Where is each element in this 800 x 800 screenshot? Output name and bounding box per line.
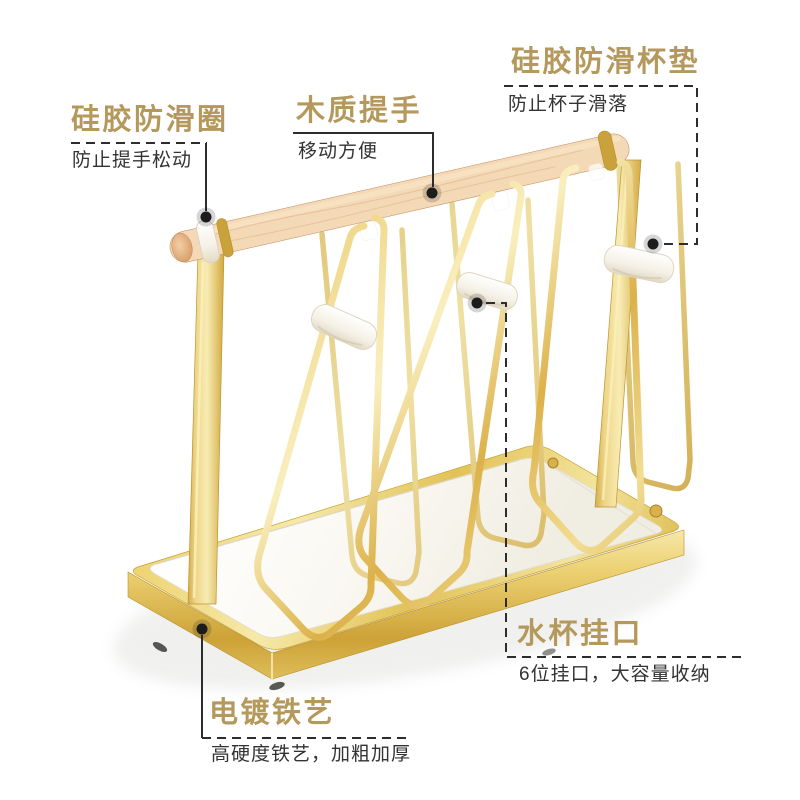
base-foot <box>542 648 556 656</box>
callout-cup-pad-title: 硅胶防滑杯垫 <box>511 46 701 78</box>
hook-clips <box>359 163 605 241</box>
handle-gold-band-left <box>216 218 234 258</box>
wooden-handle <box>169 130 630 264</box>
callout-silicone-ring-title: 硅胶防滑圈 <box>71 104 229 136</box>
callout-leader-lines <box>71 85 741 739</box>
callout-dot-wood-handle <box>426 187 438 199</box>
leader-line-cup-pad <box>504 85 698 245</box>
base-foot <box>152 641 168 653</box>
base-rivet <box>547 457 559 469</box>
callout-iron-base-title: 电镀铁艺 <box>209 697 336 729</box>
callout-dot-iron-base <box>196 623 208 635</box>
callout-wood-handle-title: 木质提手 <box>296 95 423 127</box>
handle-end-face <box>171 232 193 263</box>
cup-hooks-front <box>254 158 645 641</box>
callout-dot-silicone-ring <box>200 211 212 223</box>
callout-silicone-ring-subtitle: 防止提手松动 <box>72 150 193 171</box>
base-foot <box>269 681 285 691</box>
callout-cup-hooks-subtitle: 6位挂口，大容量收纳 <box>519 664 711 685</box>
handle-gold-ring-right <box>597 130 618 171</box>
base-rivet <box>649 504 663 518</box>
silicone-cup-pads <box>310 244 675 350</box>
callout-cup-hooks-title: 水杯挂口 <box>517 618 644 650</box>
cup-hooks-back <box>319 161 693 587</box>
callout-dot-cup-hooks <box>471 297 483 309</box>
callout-wood-handle-subtitle: 移动方便 <box>298 141 379 162</box>
leader-line-cup-hooks <box>486 302 741 658</box>
callout-iron-base-subtitle: 高硬度铁艺，加粗加厚 <box>211 744 412 765</box>
leader-line-wood-handle <box>293 132 434 187</box>
callout-dot-cup-pad <box>647 238 659 250</box>
callout-cup-pad-subtitle: 防止杯子滑落 <box>508 94 629 115</box>
